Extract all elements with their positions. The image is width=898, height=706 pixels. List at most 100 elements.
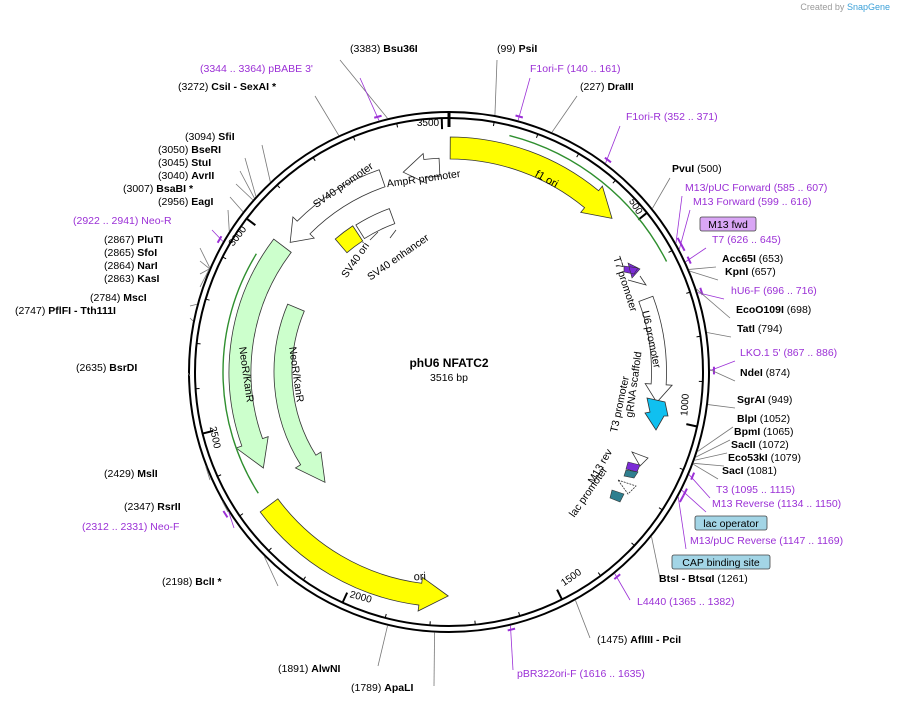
label-sfoi: (2865) SfoI [104, 247, 157, 259]
leader-sfoi [199, 260, 210, 269]
label-pos: (3007) [123, 183, 156, 195]
leader-ndei [709, 369, 736, 382]
label-draiii: (227) DraIII [580, 81, 634, 93]
label-bpmi: BpmI (1065) [734, 426, 794, 438]
svg-text:KpnI (657): KpnI (657) [725, 266, 776, 278]
label-acc65i: Acc65I (653) [722, 253, 783, 265]
svg-text:(3050) BseRI: (3050) BseRI [158, 144, 221, 156]
tag-lacop_tag: lac operator [694, 515, 768, 531]
leader-m13_fwd [678, 209, 691, 250]
label-name: PvuI [672, 163, 697, 175]
label-pos: (1147 .. 1169) [779, 535, 843, 547]
svg-text:NdeI (874): NdeI (874) [740, 367, 790, 379]
svg-text:(3272) CsiI - SexAI *: (3272) CsiI - SexAI * [178, 81, 277, 93]
minor-tick [312, 157, 316, 162]
svg-text:LKO.1 5' (867 .. 886): LKO.1 5' (867 .. 886) [740, 347, 837, 359]
credit-prefix: Created by [800, 2, 845, 12]
label-saci: SacI (1081) [722, 465, 777, 477]
label-pos: (1095 .. 1115) [731, 484, 795, 496]
feature-m13-rev [616, 479, 637, 495]
svg-text:SacI (1081): SacI (1081) [722, 465, 777, 477]
svg-text:(2956) EagI: (2956) EagI [158, 196, 214, 208]
label-l4440: L4440 (1365 .. 1382) [637, 596, 735, 608]
label-pos: (585 .. 607) [774, 182, 828, 194]
leader-neof [228, 511, 235, 529]
label-pos: (1052) [760, 413, 790, 425]
label-name: Eco53kI [728, 452, 771, 464]
label-t7: T7 (626 .. 645) [712, 234, 781, 246]
leader-kpni [689, 270, 719, 281]
label-name: L4440 [637, 596, 669, 608]
label-pos: (99) [497, 43, 519, 55]
label-pos: (794) [758, 323, 783, 335]
minor-tick [276, 184, 281, 189]
svg-text:pBR322ori-F (1616 .. 1635): pBR322ori-F (1616 .. 1635) [517, 668, 645, 680]
label-eco53ki: Eco53kI (1079) [728, 452, 801, 464]
label-avrii: (3040) AvrII [158, 170, 214, 182]
label-name: ApaLI [384, 682, 413, 694]
label-name: AvrII [191, 170, 214, 182]
label-pos: (3045) [158, 157, 191, 169]
label-nari: (2864) NarI [104, 260, 158, 272]
label-sgrai: SgrAI (949) [737, 394, 792, 406]
feature-neor-kanr-outer [228, 238, 292, 469]
leader-m13rev [681, 489, 707, 513]
svg-text:hU6-F (696 .. 716): hU6-F (696 .. 716) [731, 285, 817, 297]
label-m13rev: M13 Reverse (1134 .. 1150) [712, 498, 841, 510]
leader-psii [494, 59, 498, 116]
minor-tick [686, 291, 691, 294]
label-pos: (1891) [278, 663, 311, 675]
label-name: BtsI - BtsαI [659, 573, 717, 585]
label-pos: (867 .. 886) [783, 347, 837, 359]
label-pos: (2347) [124, 501, 157, 513]
primer-mark-m13_fwd [680, 243, 686, 252]
feature-m13-rev-block [623, 469, 639, 479]
label-pos: (2198) [162, 576, 195, 588]
leader-layer [187, 59, 736, 687]
svg-text:SacII (1072): SacII (1072) [731, 439, 789, 451]
minor-tick [612, 179, 616, 184]
leader-m13puc_rev [677, 496, 687, 550]
label-afliii: (1475) AflIII - PciI [597, 634, 681, 646]
tag-text: CAP binding site [682, 557, 760, 569]
leader-msci [189, 303, 198, 307]
primer-mark-f1orir [604, 156, 612, 164]
leader-pbabe3 [359, 77, 380, 121]
label-layer: (3383) Bsu36I(99) PsiI(3344 .. 3364) pBA… [15, 43, 843, 694]
leader-sacii [694, 452, 728, 461]
label-name: StuI [191, 157, 211, 169]
feature-f1-ori [449, 136, 613, 219]
leader-neor [211, 229, 224, 242]
label-csii: (3272) CsiI - SexAI * [178, 81, 277, 93]
label-bsu36i: (3383) Bsu36I [350, 43, 418, 55]
primer-mark-m13rev [682, 488, 688, 496]
primer-mark-f1orif [515, 114, 524, 119]
label-name: AlwNI [311, 663, 340, 675]
label-pos: (2865) [104, 247, 137, 259]
label-name: EcoO109I [736, 304, 787, 316]
leader-bsrdi [187, 372, 191, 377]
svg-text:(1891) AlwNI: (1891) AlwNI [278, 663, 341, 675]
label-neof: (2312 .. 2331) Neo-F [82, 521, 179, 533]
f1-primer-band [509, 134, 668, 262]
svg-text:(2863) KasI: (2863) KasI [104, 273, 160, 285]
svg-text:(227) DraIII: (227) DraIII [580, 81, 634, 93]
minor-tick [576, 153, 580, 158]
label-name: BseRI [191, 144, 221, 156]
leader-sfii [261, 144, 271, 182]
minor-tick [239, 513, 244, 517]
major-tick [202, 429, 214, 435]
minor-tick [668, 250, 673, 253]
label-pos: (140 .. 161) [567, 63, 621, 75]
feature-lac-block [609, 489, 625, 503]
label-name: PsiI [519, 43, 538, 55]
label-hu6f: hU6-F (696 .. 716) [731, 285, 817, 297]
svg-text:L4440 (1365 .. 1382): L4440 (1365 .. 1382) [637, 596, 735, 608]
tag-cap_tag: CAP binding site [671, 554, 771, 570]
label-pos: (949) [768, 394, 793, 406]
svg-text:(99) PsiI: (99) PsiI [497, 43, 537, 55]
label-lko1: LKO.1 5' (867 .. 886) [740, 347, 837, 359]
label-pos: (2864) [104, 260, 137, 272]
label-pos: (2312 .. 2331) [82, 521, 150, 533]
